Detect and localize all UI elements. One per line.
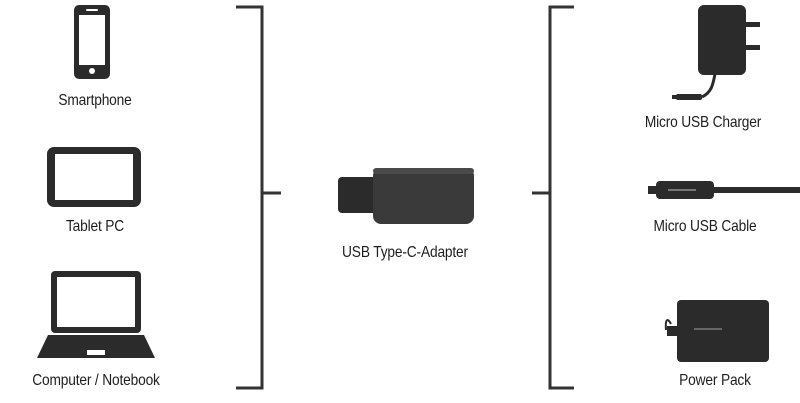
power-pack-label: Power Pack bbox=[679, 372, 751, 389]
laptop-label: Computer / Notebook bbox=[32, 372, 160, 389]
tablet-item: Tablet PC bbox=[0, 140, 190, 245]
usb-c-adapter-icon bbox=[338, 168, 474, 224]
usb-cable-icon bbox=[648, 181, 800, 199]
wall-charger-icon bbox=[672, 5, 760, 100]
adapter-label: USB Type-C-Adapter bbox=[342, 244, 468, 261]
power-bank-icon bbox=[664, 300, 769, 362]
smartphone-item: Smartphone bbox=[0, 0, 190, 118]
laptop-icon bbox=[37, 271, 155, 358]
charger-label: Micro USB Charger bbox=[644, 114, 762, 131]
power-pack-item: Power Pack bbox=[610, 290, 800, 403]
tablet-icon bbox=[47, 147, 141, 207]
smartphone-icon bbox=[74, 5, 110, 79]
cable-label: Micro USB Cable bbox=[653, 218, 757, 235]
adapter-item: USB Type-C-Adapter bbox=[300, 150, 510, 270]
cable-item: Micro USB Cable bbox=[610, 170, 800, 250]
laptop-item: Computer / Notebook bbox=[0, 268, 200, 403]
smartphone-label: Smartphone bbox=[58, 92, 132, 109]
charger-item: Micro USB Charger bbox=[610, 0, 800, 140]
tablet-label: Tablet PC bbox=[65, 218, 125, 235]
